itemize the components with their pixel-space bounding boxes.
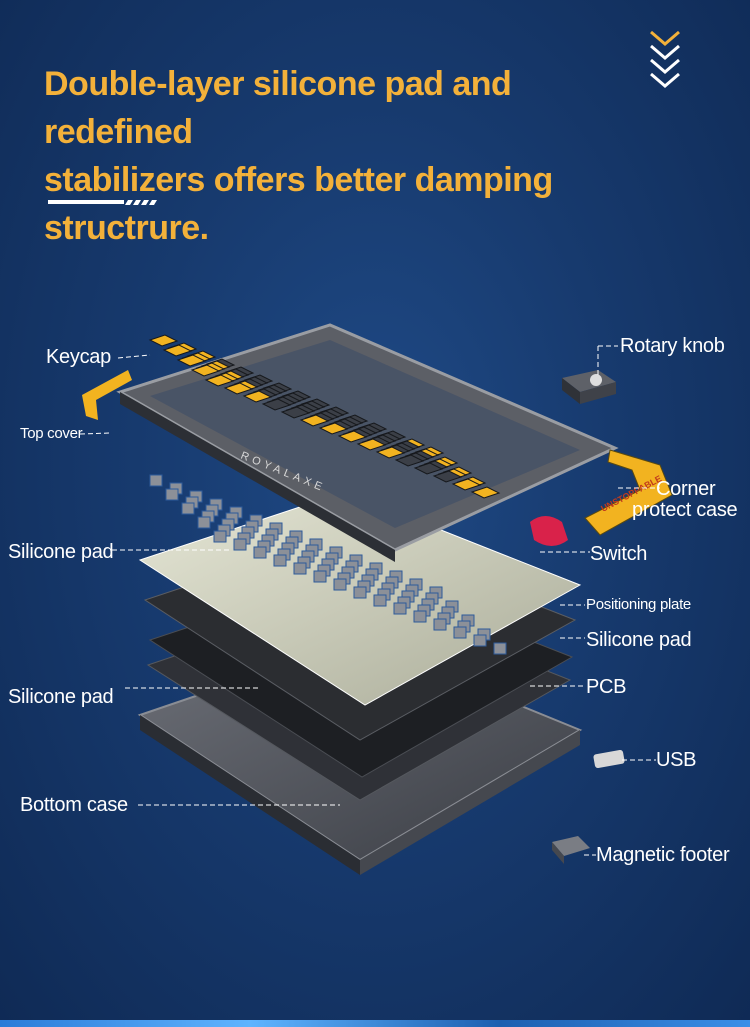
keycap (223, 382, 254, 395)
rotary-knob (562, 370, 616, 404)
switch (473, 634, 487, 647)
callout-leader-lines (79, 345, 660, 856)
callout-pcb: PCB (586, 676, 627, 698)
decorative-divider (48, 200, 157, 205)
keycap (204, 374, 235, 387)
keycap (242, 390, 273, 403)
exploded-keyboard-illustration: ROYALAXE UNSTOPPABLE (79, 323, 673, 875)
magnetic-footer (552, 836, 590, 864)
switch (333, 578, 347, 591)
callout-switch: Switch (590, 543, 648, 565)
callout-corner-line-2: protect case (632, 499, 738, 521)
keycap (176, 354, 207, 367)
switch (413, 610, 427, 623)
keycap (148, 334, 179, 347)
switch (433, 618, 447, 631)
callout-top-cover: Top cover (20, 425, 83, 442)
switch (149, 474, 163, 487)
headline: Double-layer silicone pad and redefined … (44, 60, 664, 252)
switch (493, 642, 507, 655)
switch (293, 562, 307, 575)
callout-rotary-knob: Rotary knob (620, 335, 725, 357)
switch (353, 586, 367, 599)
switch (213, 530, 227, 543)
switch (233, 538, 247, 551)
callout-bottom-case: Bottom case (20, 794, 128, 816)
keycap (375, 446, 406, 459)
keycap (299, 414, 330, 427)
callout-magnetic-footer: Magnetic footer (596, 844, 730, 866)
keycap (470, 486, 501, 499)
keycap (413, 462, 444, 475)
callout-silicone-pad-upper-left: Silicone pad (8, 541, 114, 563)
switch (165, 488, 179, 501)
callout-keycap: Keycap (46, 346, 111, 368)
usb-receiver (593, 749, 625, 769)
switch (181, 502, 195, 515)
keycap (162, 344, 193, 357)
keycap (451, 478, 482, 491)
keycap (337, 430, 368, 443)
headline-line-2: stabilizers offers better damping struct… (44, 161, 553, 247)
switch-layer (149, 474, 507, 655)
bottom-accent-strip (0, 1020, 750, 1027)
switch (373, 594, 387, 607)
keycap (394, 454, 425, 467)
headline-line-1: Double-layer silicone pad and redefined (44, 65, 512, 151)
keycap (261, 398, 292, 411)
keycaps (148, 334, 501, 499)
callout-usb: USB (656, 749, 697, 771)
keycap (280, 406, 311, 419)
callout-positioning-plate: Positioning plate (586, 596, 691, 613)
switch (393, 602, 407, 615)
keycap (356, 438, 387, 451)
keycap (190, 364, 221, 377)
chevron-down-icon (650, 30, 680, 88)
keycap (318, 422, 349, 435)
switch (197, 516, 211, 529)
keycap (432, 470, 463, 483)
switch (253, 546, 267, 559)
callout-silicone-pad-lower-left: Silicone pad (8, 686, 114, 708)
switch (273, 554, 287, 567)
callout-silicone-pad-right: Silicone pad (586, 629, 692, 651)
switch (453, 626, 467, 639)
switch (313, 570, 327, 583)
callout-corner-line-1: Corner (656, 478, 716, 500)
